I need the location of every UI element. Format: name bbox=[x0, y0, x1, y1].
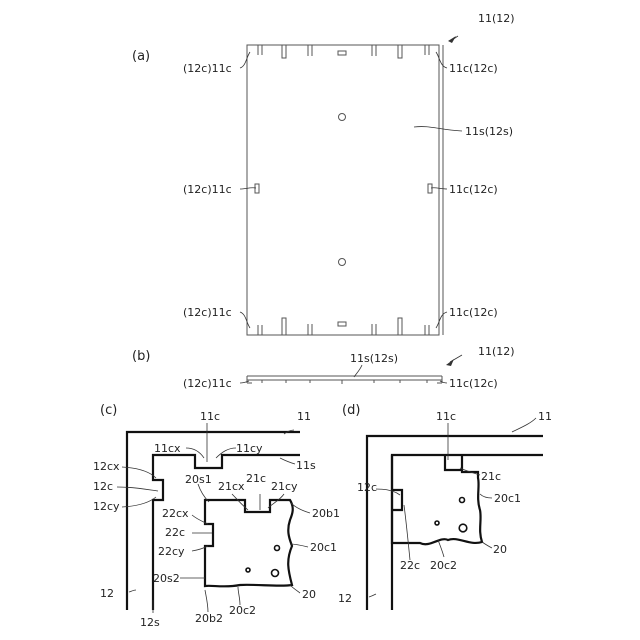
label-d-11: 11 bbox=[538, 410, 552, 423]
label-c-12cx: 12cx bbox=[93, 460, 120, 473]
side-view-ribs bbox=[262, 380, 427, 384]
hole-c-2 bbox=[272, 570, 279, 577]
panel-d: (d) 11c 11 21c 12c 20c1 22c 20c2 20 12 bbox=[338, 403, 552, 610]
label-d-12c: 12c bbox=[357, 481, 377, 494]
label-c-20c1: 20c1 bbox=[310, 541, 337, 554]
label-c-12s: 12s bbox=[140, 616, 160, 629]
label-c-22c: 22c bbox=[165, 526, 185, 539]
hole-upper bbox=[339, 114, 346, 121]
label-d-20c2: 20c2 bbox=[430, 559, 457, 572]
hole-c-3 bbox=[246, 568, 250, 572]
label-c-11c: 11c bbox=[200, 410, 220, 423]
label-c-11: 11 bbox=[297, 410, 311, 423]
hole-d-3 bbox=[435, 521, 439, 525]
label-c-12: 12 bbox=[100, 587, 114, 600]
label-d-21c: 21c bbox=[481, 470, 501, 483]
label-b-surface: 11s(12s) bbox=[350, 352, 398, 365]
hole-lower bbox=[339, 259, 346, 266]
label-a-br: 11c(12c) bbox=[449, 306, 498, 319]
panel-b-label: (b) bbox=[132, 349, 150, 364]
label-c-11cx: 11cx bbox=[154, 442, 181, 455]
label-c-21cx: 21cx bbox=[218, 480, 245, 493]
panel-c-label: (c) bbox=[100, 403, 117, 418]
label-c-20b1: 20b1 bbox=[312, 507, 340, 520]
panel-b: (b) 11(12) 11s(12s) (12c)11c 11c(12c) bbox=[132, 345, 515, 390]
hole-c-1 bbox=[275, 546, 280, 551]
label-b-ref: 11(12) bbox=[478, 345, 515, 358]
label-d-11c: 11c bbox=[436, 410, 456, 423]
label-a-surface: 11s(12s) bbox=[465, 125, 513, 138]
arrow-a-ref bbox=[448, 36, 456, 43]
hole-d-1 bbox=[460, 498, 465, 503]
label-a-bl: (12c)11c bbox=[183, 306, 232, 319]
label-c-20c2: 20c2 bbox=[229, 604, 256, 617]
label-d-20: 20 bbox=[493, 543, 507, 556]
label-c-11s: 11s bbox=[296, 459, 316, 472]
panel-a: (a) bbox=[132, 12, 515, 335]
panel-d-label: (d) bbox=[342, 403, 360, 418]
leader-a-tl bbox=[240, 52, 250, 68]
plate-20-c bbox=[205, 500, 293, 586]
frame-inner-d bbox=[392, 455, 543, 610]
side-view-plate bbox=[247, 376, 442, 383]
label-d-22c: 22c bbox=[400, 559, 420, 572]
frame-outer-d bbox=[367, 436, 543, 610]
label-c-20b2: 20b2 bbox=[195, 612, 223, 625]
leaders-c bbox=[117, 423, 310, 613]
label-c-21c: 21c bbox=[246, 472, 266, 485]
label-b-right: 11c(12c) bbox=[449, 377, 498, 390]
label-c-22cy: 22cy bbox=[158, 545, 185, 558]
label-a-tr: 11c(12c) bbox=[449, 62, 498, 75]
label-c-12c: 12c bbox=[93, 480, 113, 493]
label-c-12cy: 12cy bbox=[93, 500, 120, 513]
right-middle-tab bbox=[428, 184, 432, 193]
hole-d-2 bbox=[459, 524, 467, 532]
label-c-20: 20 bbox=[302, 588, 316, 601]
label-c-20s1: 20s1 bbox=[185, 473, 212, 486]
top-tabs bbox=[258, 45, 429, 58]
panel-a-label: (a) bbox=[132, 49, 150, 64]
left-middle-tab bbox=[255, 184, 259, 193]
label-a-mr: 11c(12c) bbox=[449, 183, 498, 196]
label-c-20s2: 20s2 bbox=[153, 572, 180, 585]
label-c-21cy: 21cy bbox=[271, 480, 298, 493]
label-d-12: 12 bbox=[338, 592, 352, 605]
label-b-left: (12c)11c bbox=[183, 377, 232, 390]
plate-20-d bbox=[392, 455, 482, 544]
plate-outline bbox=[247, 45, 439, 335]
label-a-tl: (12c)11c bbox=[183, 62, 232, 75]
panel-c: (c) bbox=[93, 403, 340, 629]
label-d-20c1: 20c1 bbox=[494, 492, 521, 505]
bottom-tabs bbox=[258, 318, 429, 335]
label-c-11cy: 11cy bbox=[236, 442, 263, 455]
label-c-22cx: 22cx bbox=[162, 507, 189, 520]
label-a-ref: 11(12) bbox=[478, 12, 515, 25]
label-a-ml: (12c)11c bbox=[183, 183, 232, 196]
